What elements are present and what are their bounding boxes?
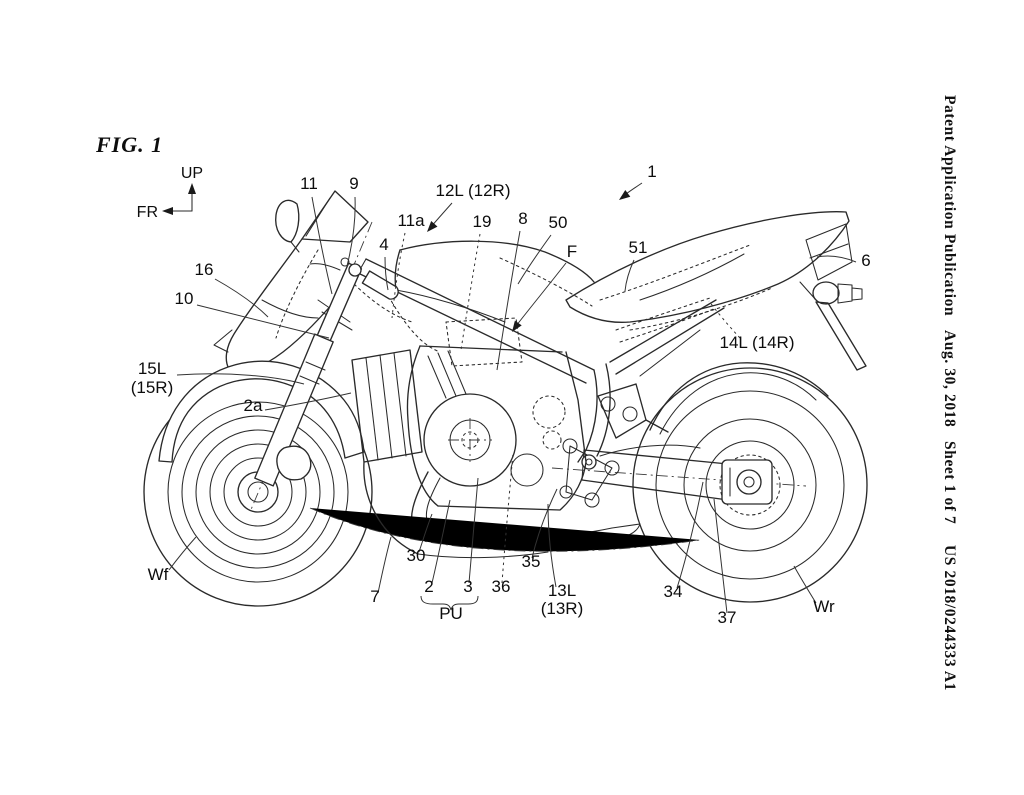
leader-line-6 xyxy=(816,255,857,263)
footpeg-bracket xyxy=(597,383,669,439)
ref-label-2: 2 xyxy=(424,577,433,596)
rear-subframe xyxy=(609,287,773,377)
leader-line-11a xyxy=(391,232,406,319)
leader-arrowhead-12l-12r xyxy=(427,221,438,232)
ref-label-9: 9 xyxy=(349,174,358,193)
leader-line-4 xyxy=(384,256,389,291)
publication-date: Aug. 30, 2018 xyxy=(941,330,958,428)
leader-line-2a xyxy=(264,392,352,411)
leader-line-36 xyxy=(501,452,514,584)
document-number: US 2018/0244333 A1 xyxy=(941,545,958,692)
rear-signal-mudflap xyxy=(799,281,867,371)
ref-label-15l: 15L xyxy=(138,359,166,378)
leader-line-8 xyxy=(496,230,521,371)
ref-label-11a: 11a xyxy=(397,211,425,230)
ref-label-4: 4 xyxy=(379,235,388,254)
ref-label-14l-14r: 14L (14R) xyxy=(720,333,795,352)
ref-label-pu: PU xyxy=(439,604,463,623)
leader-line-15r xyxy=(176,373,305,385)
ref-label-30: 30 xyxy=(407,546,426,565)
leader-line-16 xyxy=(214,278,269,318)
windscreen xyxy=(301,190,369,243)
leader-line-7 xyxy=(377,536,392,594)
up-arrow-icon xyxy=(188,183,196,194)
leader-line-34 xyxy=(676,481,704,589)
seat-tail-cowl xyxy=(565,211,853,324)
ref-label-34: 34 xyxy=(664,582,683,601)
ref-label-12l-12r: 12L (12R) xyxy=(436,181,511,200)
leader-line-10 xyxy=(196,304,330,339)
sheet-number: Sheet 1 of 7 xyxy=(941,441,958,525)
ref-label-13r: (13R) xyxy=(541,599,584,618)
ref-label-wf: Wf xyxy=(148,565,169,584)
rear-wheel xyxy=(632,367,868,603)
brace-pu xyxy=(420,595,479,611)
handlebar xyxy=(309,257,399,300)
leader-line-50 xyxy=(517,234,552,285)
ref-label-51: 51 xyxy=(629,238,648,257)
ref-label-1: 1 xyxy=(647,162,656,181)
ref-label-13l: 13L xyxy=(548,581,576,600)
ref-label-wr: Wr xyxy=(813,597,835,616)
ref-label-6: 6 xyxy=(861,251,870,270)
ref-label-35: 35 xyxy=(522,552,541,571)
fuel-tank xyxy=(394,240,595,367)
leader-line-9 xyxy=(346,196,356,267)
front-arrow-icon xyxy=(162,207,173,215)
ref-label-36: 36 xyxy=(492,577,511,596)
leader-line-14l-14r xyxy=(708,300,741,339)
leader-line-wf xyxy=(168,536,197,571)
publication-title: Patent Application Publication xyxy=(941,95,958,317)
ref-label-8: 8 xyxy=(518,209,527,228)
leader-line-2 xyxy=(431,499,451,584)
leader-line-13r xyxy=(547,503,557,588)
ref-label-2a: 2a xyxy=(244,396,263,415)
leader-arrowhead-f xyxy=(512,320,522,332)
ref-label-37: 37 xyxy=(718,608,737,627)
leader-line-37 xyxy=(713,498,728,614)
leader-line-f xyxy=(515,262,567,327)
ref-label-19: 19 xyxy=(473,212,492,231)
axis-front-label: FR xyxy=(137,204,158,221)
ref-label-11: 11 xyxy=(300,174,318,193)
orientation-axes: UP FR xyxy=(137,165,203,221)
ref-label-7: 7 xyxy=(370,587,379,606)
front-fork xyxy=(254,262,363,487)
leader-line-19 xyxy=(460,233,481,351)
ref-label-16: 16 xyxy=(195,260,214,279)
leader-line-51 xyxy=(624,259,635,292)
radiator xyxy=(351,349,423,463)
ref-label-50: 50 xyxy=(549,213,568,232)
leader-line-35 xyxy=(531,488,558,559)
figure-title: FIG. 1 xyxy=(96,132,164,157)
leader-line-wr xyxy=(793,565,817,604)
leader-line-11 xyxy=(311,196,333,295)
swingarm xyxy=(551,444,807,505)
leader-arrowhead-1 xyxy=(619,190,631,200)
leader-line-3 xyxy=(468,477,479,584)
mirror xyxy=(275,199,300,253)
ref-label-15r: (15R) xyxy=(131,378,174,397)
suspension-linkage xyxy=(559,438,620,508)
ref-label-3: 3 xyxy=(463,577,472,596)
rear-fender xyxy=(649,362,829,435)
leader-line-30 xyxy=(418,513,433,553)
axis-up-label: UP xyxy=(181,165,203,182)
ref-label-f: F xyxy=(567,242,577,261)
ref-label-10: 10 xyxy=(175,289,194,308)
engine xyxy=(406,345,587,511)
belly-pan xyxy=(363,461,549,559)
